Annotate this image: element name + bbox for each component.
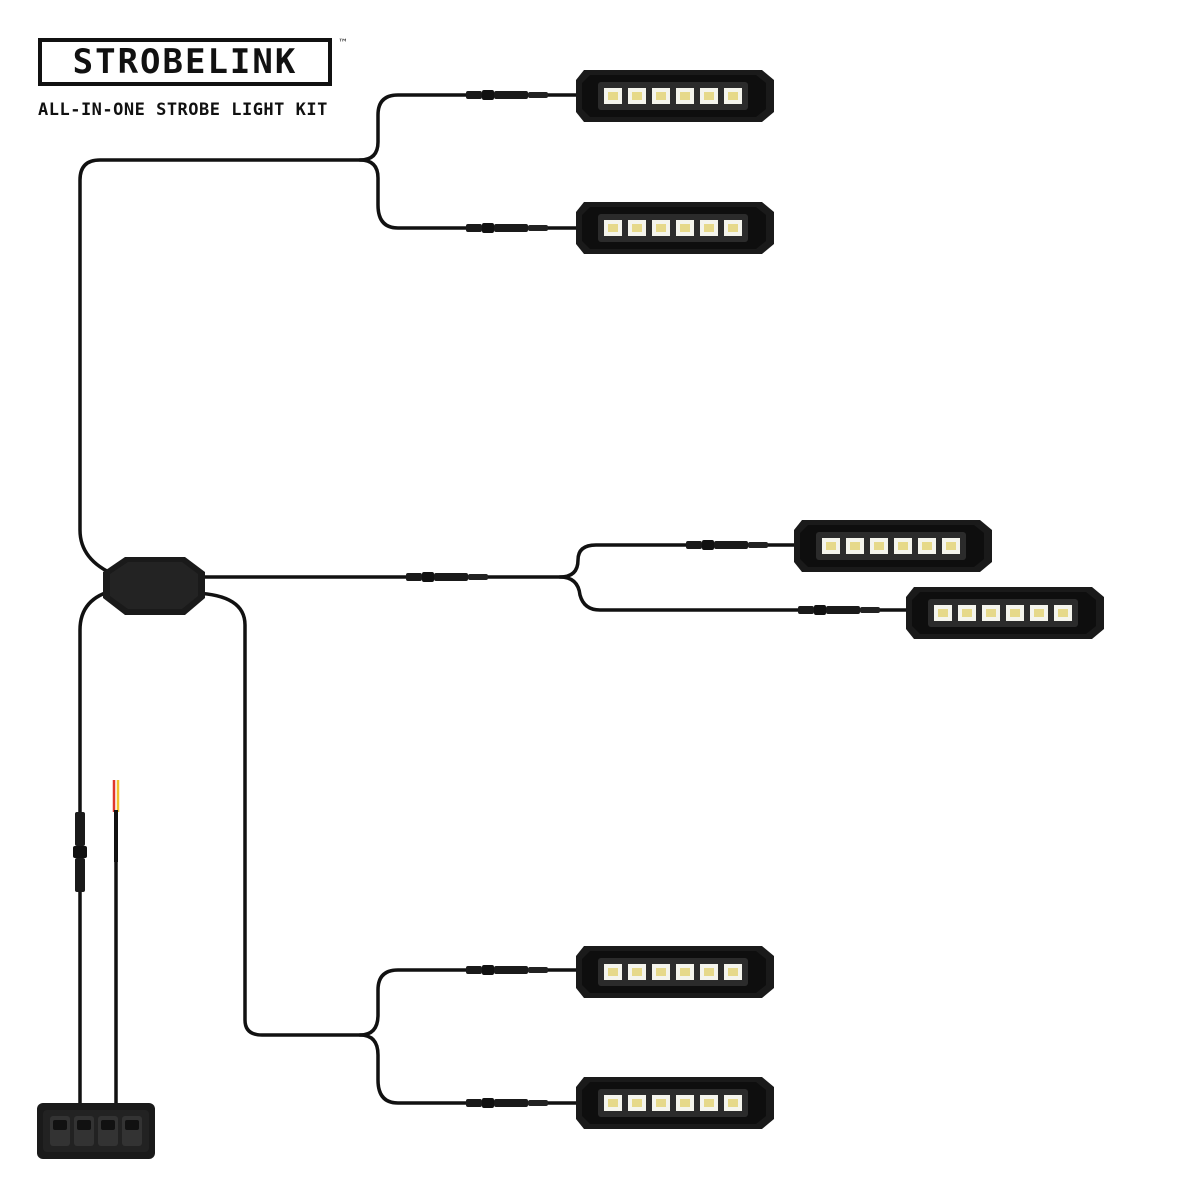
strobe-light-4: [906, 587, 1104, 639]
connector-4: [798, 605, 880, 615]
strobe-light-2: [576, 202, 774, 254]
connector-2: [466, 223, 548, 233]
logo-box: STROBELINK: [38, 38, 332, 86]
strobe-light-6: [576, 1077, 774, 1129]
cable-harness: [78, 93, 912, 1107]
kit-subtitle: ALL-IN-ONE STROBE LIGHT KIT: [38, 100, 328, 120]
control-module: [103, 557, 205, 615]
switch-panel: [37, 1103, 155, 1159]
strobe-light-1: [576, 70, 774, 122]
connector-3: [686, 540, 768, 550]
strobe-light-3: [794, 520, 992, 572]
strobe-light-5: [576, 946, 774, 998]
brand-logo-text: STROBELINK: [72, 42, 298, 82]
connector-1: [466, 90, 548, 100]
trademark-symbol: ™: [338, 38, 348, 49]
connector-mid: [406, 572, 488, 582]
connector-6: [466, 1098, 548, 1108]
power-line-connector: [73, 812, 87, 892]
power-wire-tips: [112, 780, 120, 862]
connector-5: [466, 965, 548, 975]
